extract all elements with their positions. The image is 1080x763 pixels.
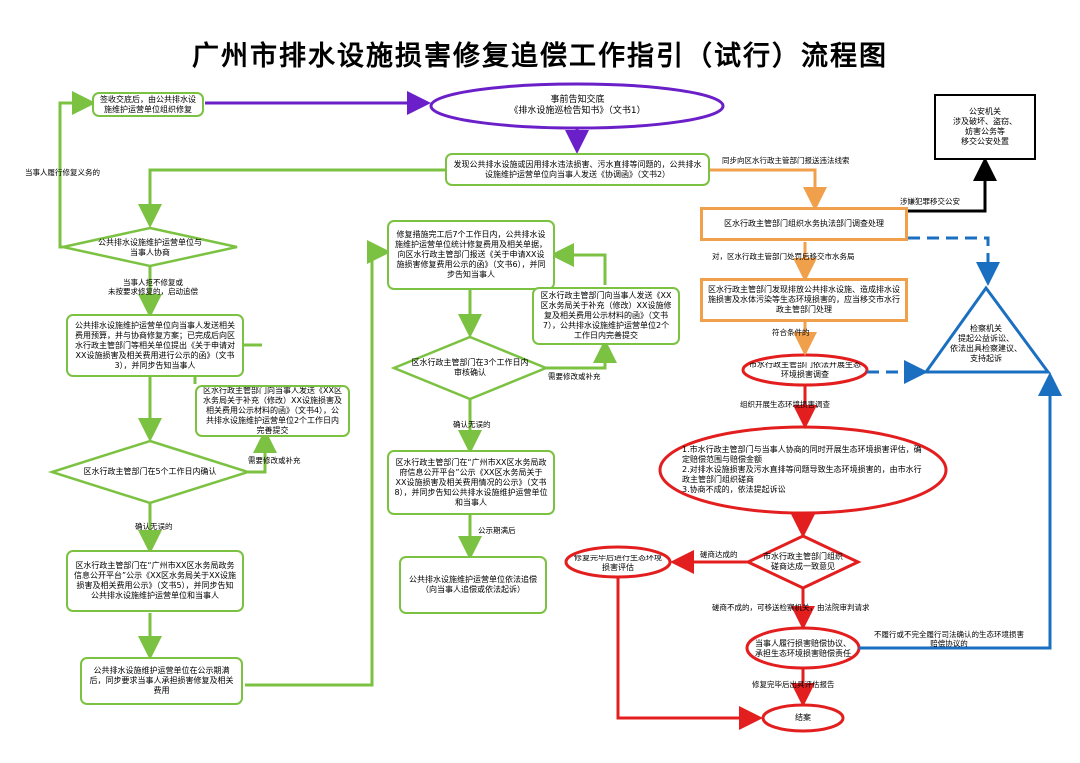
police-box: 公安机关 涉及破坏、盗窃、 妨害公务等 移交公安处置 [934, 94, 1036, 160]
diamond2-text: 区水行政主管部门在5个工作日内确认 [83, 467, 217, 476]
box-publicity-left: 区水行政主管部门在“广州市XX区水务局政务信息公开平台”公示《XX区水务局关于X… [66, 550, 244, 612]
box-discover: 发现公共排水设施或因用排水违法损害、污水直排等问题的，公共排水设施维护运营单位向… [445, 153, 710, 186]
label-orange-mid: 对，区水行政主管部门处罚后移交市水务局 [712, 252, 855, 261]
label-notice-fail: 当事人拒不修复或 未按要求修复的，启动追偿 [108, 278, 198, 296]
label-diamond3-down: 确认无误的 [453, 420, 491, 429]
label-red-fail: 磋商不成的，可移送检察机关，由法院审判请求 [712, 603, 870, 612]
box-repair-organize: 签收交底后，由公共排水设施维护运营单位组织修复 [92, 92, 204, 117]
label-blue-bottom: 不履行或不完全履行司法确认的生态环境损害赔偿协议的 [874, 630, 1024, 648]
label-red-left: 磋商达成的 [700, 550, 738, 559]
box-legal-recourse: 公共排水设施维护运营单位依法追偿（向当事人追偿或依法起诉） [399, 556, 547, 614]
box-publicity-mid: 区水行政主管部门在“广州市XX区水务局政府信息公开平台”公示《XX区水务局关于X… [387, 450, 555, 515]
label-orange2-down: 符合条件的 [772, 328, 810, 337]
box-eco-transfer: 区水行政主管部门发现排放公共排水设施、造成排水设施损害及水体污染等生态环境损害的… [700, 278, 908, 322]
red-diamond-text: 市水行政主管部门组织磋商达成一致意见 [763, 552, 843, 571]
label-diamond3-fix: 需要修改或补充 [548, 372, 601, 381]
procuratorate-triangle [923, 285, 1051, 374]
box-supplement-left: 区水行政主管部门向当事人发送《XX区水务局关于补充（修改）XX设施损害及相关费用… [195, 385, 350, 437]
label-diamond2-down: 确认无误的 [135, 522, 173, 531]
label-red3-down: 修复完毕后出具评估报告 [752, 680, 835, 689]
box-recover-costs: 公共排水设施维护运营单位在公示期满后，同步要求当事人承担损害修复及相关费用 [80, 657, 243, 705]
box-budget-report: 公共排水设施维护运营单位向当事人发送相关费用预算，并与协商修复方案；已完成后向区… [66, 314, 244, 377]
label-left-loop: 当事人履行修复义务的 [25, 168, 100, 177]
red-oval3-text: 当事人履行损害赔偿协议、承担生态环境损害赔偿责任 [755, 639, 851, 658]
diamond1-text: 公共排水设施维护运营单位与当事人协商 [98, 238, 202, 257]
label-red1-down: 组织开展生态环境损害调查 [740, 400, 830, 409]
procuratorate-text: 检察机关 提起公益诉讼、 依法出具检察建议、 支持起诉 [950, 324, 1022, 363]
label-green-mid2-down: 公示期满后 [478, 526, 516, 535]
label-police: 涉嫌犯罪移交公安 [900, 197, 960, 206]
box-repair-complete: 修复措施完工后7个工作日内，公共排水设施维护运营单位统计修复费用及相关单据，向区… [387, 220, 555, 290]
box-supplement-mid: 区水行政主管部门向当事人发送《XX区水务局关于补充（修改）XX设施修复及相关费用… [532, 287, 680, 345]
red-end-text: 结案 [795, 713, 811, 722]
label-diamond2-fix: 需要修改或补充 [248, 456, 301, 465]
diamond3-text: 区水行政主管部门在3个工作日内审核确认 [411, 358, 529, 377]
red-oval1-text: 市水行政主管部门依法开展生态环境损害调查 [749, 362, 861, 378]
label-right-top: 同步向区水行政主管部门报送违法线索 [722, 156, 850, 165]
page-title: 广州市排水设施损害修复追偿工作指引（试行）流程图 [192, 41, 888, 72]
red-left-text: 修复完毕后进行生态环境损害评估 [574, 555, 662, 571]
red-oval2-text: 1.市水行政主管部门与当事人协商的同时开展生态环境损害评估，确定赔偿范围与赔偿金… [682, 445, 922, 494]
notice-text: 事前告知交底 《排水设施巡检告知书》（文书1） [509, 94, 646, 116]
box-law-enforcement: 区水行政主管部门组织水务执法部门调查处理 [700, 207, 908, 241]
